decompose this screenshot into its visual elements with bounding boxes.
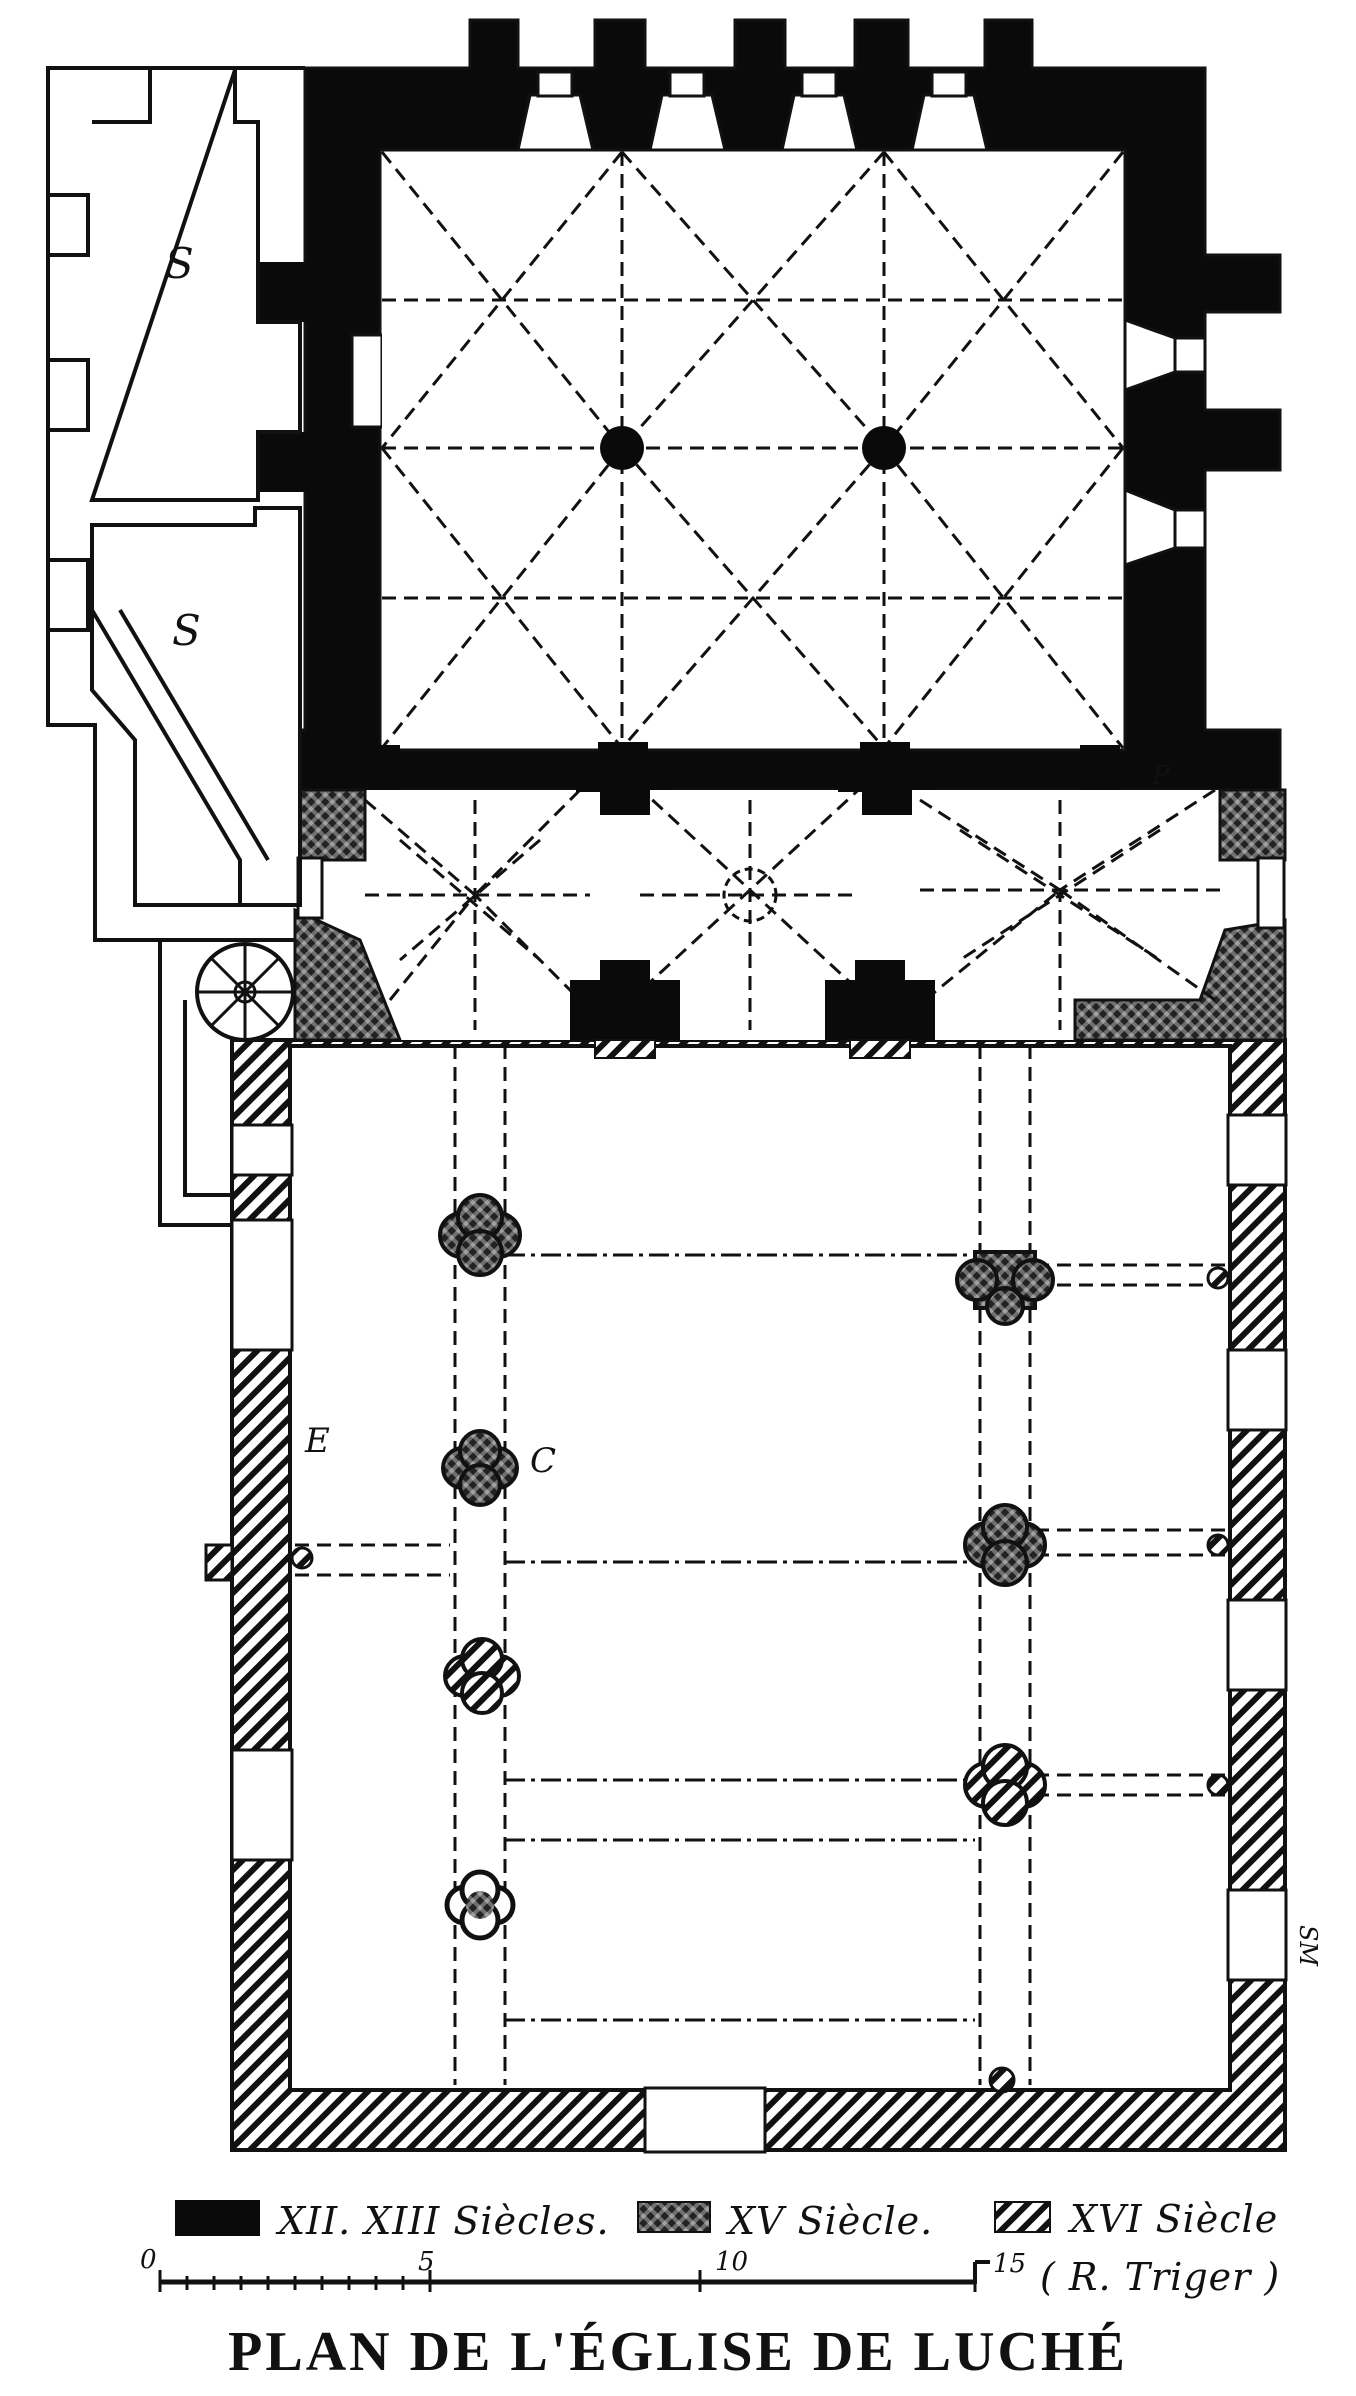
north-windows	[1123, 317, 1207, 568]
crossing-pier-5	[1080, 745, 1120, 790]
legend-swatch-black	[175, 2200, 260, 2236]
side-door	[204, 1543, 234, 1582]
label-sacristy-upper: S	[165, 239, 194, 288]
buttress-left-2	[258, 432, 308, 492]
sacristy-lower-room	[90, 506, 302, 907]
star-vault-right	[919, 788, 1220, 1030]
crossing-window-right	[1256, 856, 1286, 930]
legend-swatch-hatch	[994, 2201, 1051, 2233]
east-windows	[516, 70, 989, 152]
credit: ( R. Triger )	[1040, 2255, 1280, 2299]
scale-tick-5: 5	[418, 2247, 435, 2277]
crossing-pier-3	[570, 960, 680, 1040]
scale-tick-0: 0	[140, 2245, 157, 2275]
south-opening	[350, 333, 384, 429]
crossing	[293, 742, 1287, 1059]
choir-column-1	[600, 426, 644, 470]
choir	[258, 18, 1282, 792]
crossing-pier-6	[365, 745, 400, 790]
boss-circle	[722, 867, 778, 923]
choir-vault-ribs	[380, 151, 1125, 749]
crossing-pier-4	[825, 960, 935, 1040]
nave-window-7	[1226, 1888, 1288, 1982]
crossing-vault-center	[618, 768, 882, 1030]
nave-wall	[230, 1038, 1287, 2152]
plan-title: PLAN DE L'ÉGLISE DE LUCHÉ	[228, 2321, 1128, 2383]
sacristy-block	[46, 66, 305, 1227]
crossing-pier-1	[576, 742, 672, 815]
nave-window-1	[230, 1123, 294, 1177]
star-vault-left	[364, 788, 592, 1030]
legend-label-period-2: XV Siècle.	[725, 2199, 933, 2243]
legend-label-period-1: XII. XIII Siècles.	[275, 2199, 610, 2243]
nave-window-3	[230, 1748, 294, 1862]
label-p: P	[1151, 761, 1170, 791]
scale-tick-10: 10	[715, 2247, 748, 2277]
buttress-left-1	[258, 262, 308, 322]
sacristy-upper-room	[89, 69, 302, 502]
nave-window-4	[1226, 1113, 1288, 1187]
crossing-wall-left	[298, 788, 367, 862]
nave	[204, 1038, 1288, 2154]
nave-pier-right-2	[963, 1503, 1047, 1587]
choir-floor	[382, 152, 1123, 748]
scale-tick-15: 15	[993, 2249, 1026, 2279]
nave-window-5	[1226, 1348, 1288, 1432]
crossing-pier-3-base	[594, 1039, 656, 1059]
crossing-wall-right	[1218, 788, 1287, 862]
respond-3	[1206, 1773, 1230, 1797]
nave-pier-left-1	[438, 1193, 522, 1277]
respond-5	[988, 2066, 1016, 2094]
nave-pier-right-3	[963, 1743, 1047, 1827]
legend-label-period-3: XVI Siècle	[1067, 2197, 1278, 2241]
respond-2	[1206, 1533, 1230, 1557]
scale-bar: 0 5 10 15 ( R. Triger )	[140, 2245, 1280, 2299]
nave-window-2	[230, 1218, 294, 1352]
choir-column-2	[862, 426, 906, 470]
crossing-pier-2	[838, 742, 934, 815]
nave-window-6	[1226, 1598, 1288, 1692]
crossing-wall-left-2	[293, 907, 403, 1042]
stair-turret	[195, 942, 295, 1042]
legend: XII. XIII Siècles. XV Siècle. XVI Siècle	[175, 2197, 1278, 2243]
choir-wall	[298, 18, 1282, 792]
sacristy-outer	[46, 66, 305, 942]
west-door	[643, 2086, 767, 2154]
nave-pier-right-1	[955, 1250, 1055, 1326]
respond-1	[1206, 1266, 1230, 1290]
label-signature: SM	[1294, 1925, 1322, 1967]
label-e: E	[304, 1421, 330, 1461]
nave-pier-left-2	[441, 1429, 519, 1507]
legend-swatch-cross	[637, 2201, 711, 2233]
nave-pier-left-3	[443, 1637, 521, 1715]
crossing-pier-4-base	[849, 1039, 911, 1059]
nave-pier-left-4	[444, 1869, 516, 1941]
crossing-floor	[300, 790, 1285, 1040]
label-c: C	[530, 1441, 556, 1481]
respond-4	[290, 1546, 314, 1570]
label-sacristy-lower: S	[172, 606, 201, 655]
